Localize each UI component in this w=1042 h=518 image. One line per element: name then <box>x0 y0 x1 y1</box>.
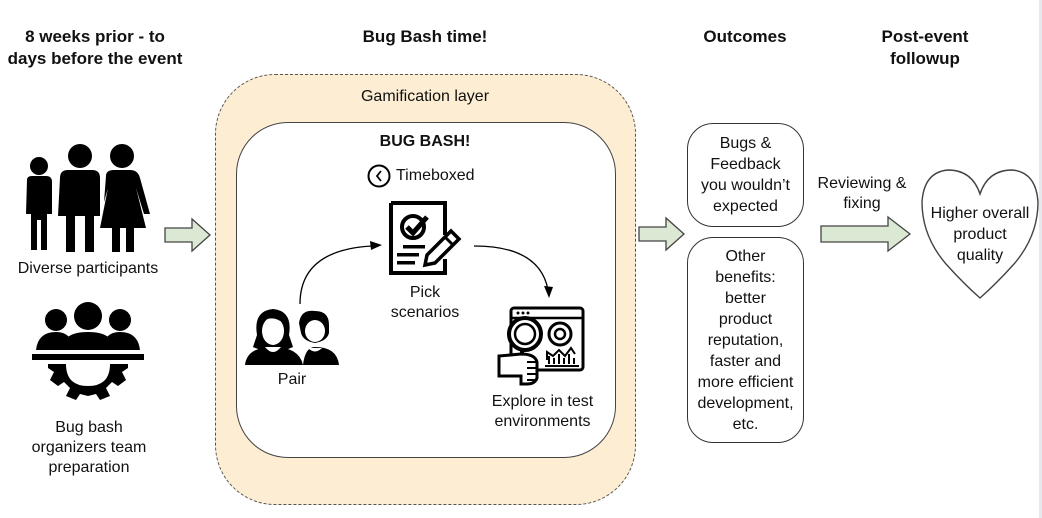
flow-arrow-to-quality <box>820 215 912 253</box>
quality-result-text: Higher overall product quality <box>930 205 1030 264</box>
pick-scenarios-label: Pick scenarios <box>390 284 460 321</box>
timeboxed-label: Timeboxed <box>396 167 475 184</box>
pair-label: Pair <box>277 371 307 388</box>
pair-people-icon <box>245 309 339 365</box>
outcome-other-benefits: Other benefits: better product reputatio… <box>687 237 804 443</box>
outcome-bugs-feedback: Bugs & Feedback you wouldn’t expected <box>687 123 804 227</box>
header-before-event: 8 weeks prior - to days before the event <box>7 27 183 68</box>
header-post-event: Post-event followup <box>881 27 969 68</box>
header-bug-bash-time: Bug Bash time! <box>362 27 488 46</box>
magnifier-dashboard-icon <box>497 306 585 386</box>
family-icon <box>26 144 150 252</box>
gamification-label: Gamification layer <box>360 88 490 105</box>
outcome-bugs-feedback-text: Bugs & Feedback you wouldn’t expected <box>701 135 790 215</box>
clock-icon <box>367 164 391 188</box>
reviewing-fixing-label: Reviewing & fixing <box>817 175 907 212</box>
organizers-label: Bug bash organizers team preparation <box>31 419 147 476</box>
outcome-other-benefits-text: Other benefits: better product reputatio… <box>697 247 794 433</box>
heart-shape <box>921 169 1039 299</box>
flow-arrow-to-bugbash <box>164 217 211 253</box>
header-outcomes: Outcomes <box>703 27 787 46</box>
right-edge-strip <box>1039 0 1042 518</box>
checklist-pencil-icon <box>389 201 462 275</box>
bug-bash-title: BUG BASH! <box>379 133 471 150</box>
flow-arrow-to-outcomes <box>638 216 685 252</box>
explore-label: Explore in test environments <box>491 393 594 430</box>
team-gear-icon <box>32 302 144 400</box>
participants-label: Diverse participants <box>17 260 159 277</box>
bug-bash-box <box>236 122 616 458</box>
